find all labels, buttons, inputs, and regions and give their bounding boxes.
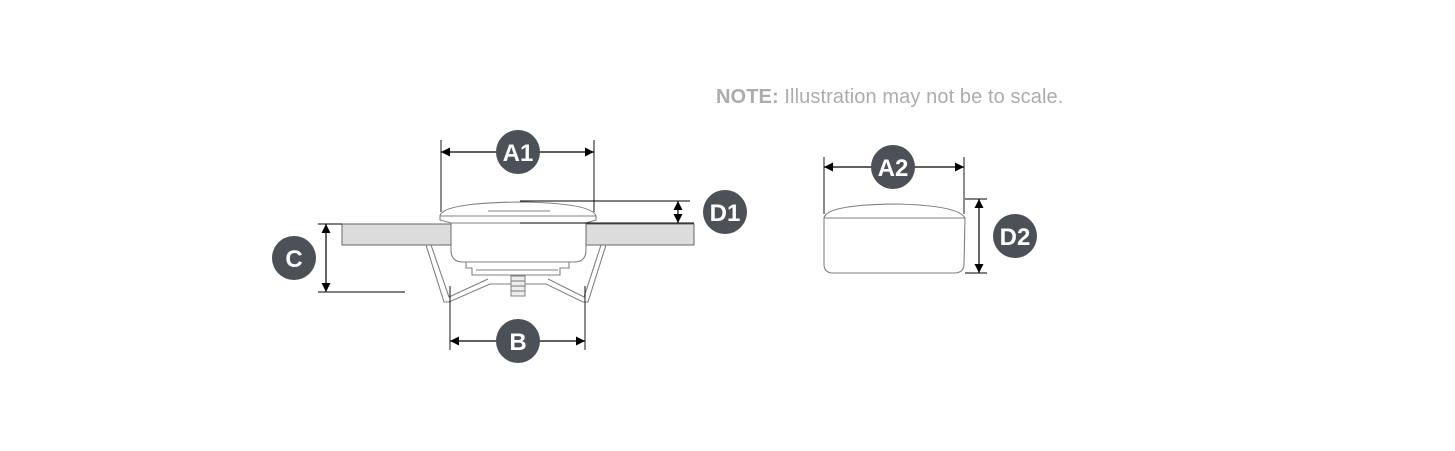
badge-a2: A2 (871, 145, 915, 189)
scale-note: NOTE: Illustration may not be to scale. (716, 86, 1063, 109)
label-d2: D2 (1000, 224, 1031, 251)
badge-d2: D2 (993, 214, 1037, 258)
surface-unit-body (823, 203, 966, 274)
badge-a1: A1 (496, 130, 540, 174)
mounting-panel-left (341, 223, 452, 246)
mounted-unit-drawing: A1 D1 C B (272, 130, 747, 363)
label-a2: A2 (878, 155, 909, 182)
label-c: C (285, 246, 302, 273)
surface-unit-drawing: A2 D2 (823, 145, 1037, 274)
label-a1: A1 (503, 140, 534, 167)
mounting-panel-right (585, 223, 695, 246)
unit-flange (439, 215, 597, 224)
clamp-right (524, 244, 607, 303)
clamp-left (425, 244, 512, 303)
badge-d1: D1 (703, 190, 747, 234)
badge-c: C (272, 236, 316, 280)
note-text: Illustration may not be to scale. (778, 86, 1064, 108)
unit-body (450, 223, 587, 263)
note-label: NOTE: (716, 86, 779, 108)
label-d1: D1 (710, 200, 741, 227)
badge-b: B (496, 319, 540, 363)
label-b: B (509, 329, 526, 356)
unit-bottom-bracket (465, 262, 570, 276)
unit-dome (439, 201, 597, 217)
